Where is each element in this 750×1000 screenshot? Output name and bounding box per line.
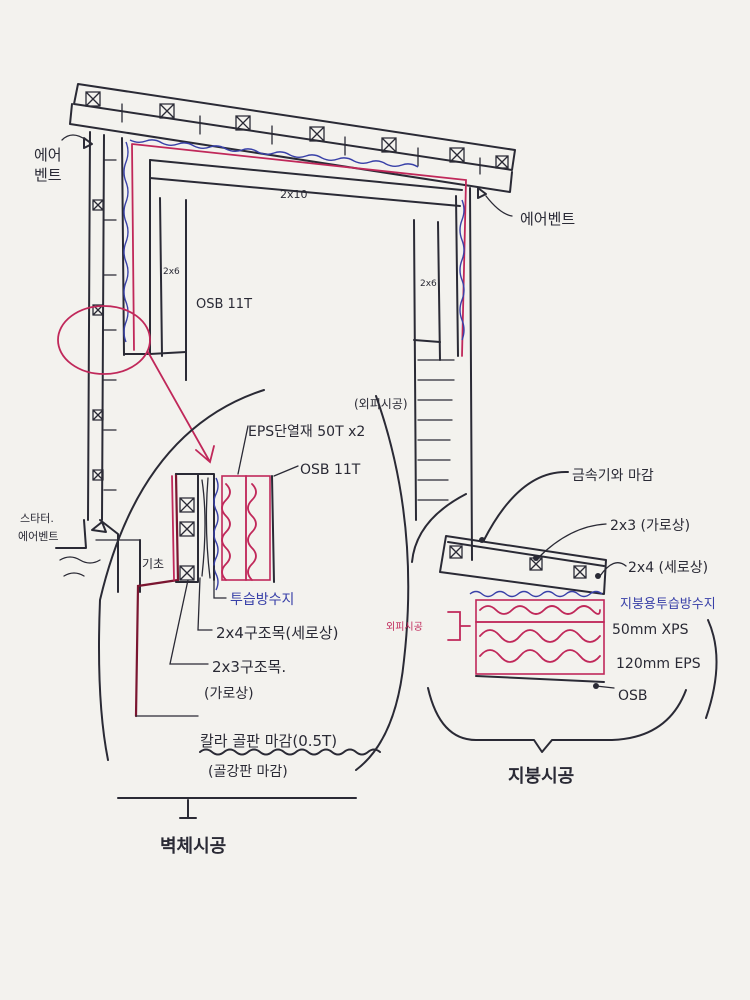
stud-left-label: 2x6 <box>163 267 180 277</box>
roof-finish-label: 금속기와 마감 <box>572 468 654 484</box>
air-vent-left-line2: 벤트 <box>34 166 62 184</box>
joist-label: 2x10 <box>280 188 308 201</box>
roof-2x4-dot <box>595 573 601 579</box>
roof-detail: 금속기와 마감 2x3 (가로상) 2x4 (세로상) 지붕용투습방수지 외피시… <box>386 468 718 787</box>
building-section: 에어벤트 2x10 2x6 2x6 OSB 11T 기초 <box>55 83 575 593</box>
roof-2x4-label: 2x4 (세로상) <box>628 560 708 576</box>
wall-2x3-line2: (가로상) <box>204 686 254 702</box>
roof-order-label: 외피시공 <box>386 621 423 633</box>
foundation-label: 기초 <box>142 557 164 571</box>
starter-vent-line1: 스타터. <box>20 512 54 525</box>
air-vent-left-mark <box>83 137 93 149</box>
left-wall-marks <box>92 159 117 491</box>
air-vent-left-line1: 에어 <box>34 146 62 164</box>
roof-2x3-label: 2x3 (가로상) <box>610 518 690 534</box>
roof-title: 지붕시공 <box>508 766 574 787</box>
stud-right-label: 2x6 <box>420 279 437 289</box>
air-vent-right-label: 에어벤트 <box>520 210 575 228</box>
roof-membrane-label: 지붕용투습방수지 <box>620 597 716 612</box>
air-vent-right-mark <box>477 187 487 199</box>
wall-2x3-line1: 2x3구조목. <box>212 658 286 676</box>
eps-layer <box>475 621 605 675</box>
rafter-marks <box>85 91 509 169</box>
roof-eps-label: 120mm EPS <box>616 656 701 672</box>
detail-callout-circle <box>57 305 151 375</box>
wall-detail: (외피시공) EPS단열재 50T x2 OSB 11T 투습방수지 2x4구조… <box>98 389 410 857</box>
detail-callout-arrow <box>147 351 215 464</box>
roof-xps-label: 50mm XPS <box>612 622 689 638</box>
roof-finish-dot <box>479 537 485 543</box>
wall-osb-label: OSB 11T <box>300 462 361 478</box>
roof-osb-label: OSB <box>618 688 648 704</box>
osb-main-label: OSB 11T <box>196 297 252 312</box>
starter-vent-mark <box>91 521 107 533</box>
wall-order-label: (외피시공) <box>354 397 408 411</box>
wall-finish-label: 칼라 골판 마감(0.5T) <box>200 732 337 750</box>
roof-2x3-dot <box>533 555 539 561</box>
wall-finish-sub-label: (골강판 마감) <box>208 764 288 780</box>
wall-title: 벽체시공 <box>160 836 226 857</box>
eps-layer-2 <box>245 475 271 581</box>
xps-layer <box>475 599 605 623</box>
starter-vent-line2: 에어벤트 <box>18 530 58 543</box>
wall-membrane-label: 투습방수지 <box>230 592 294 608</box>
wall-2x4-label: 2x4구조목(세로상) <box>216 624 338 642</box>
wall-eps-label: EPS단열재 50T x2 <box>248 424 365 440</box>
